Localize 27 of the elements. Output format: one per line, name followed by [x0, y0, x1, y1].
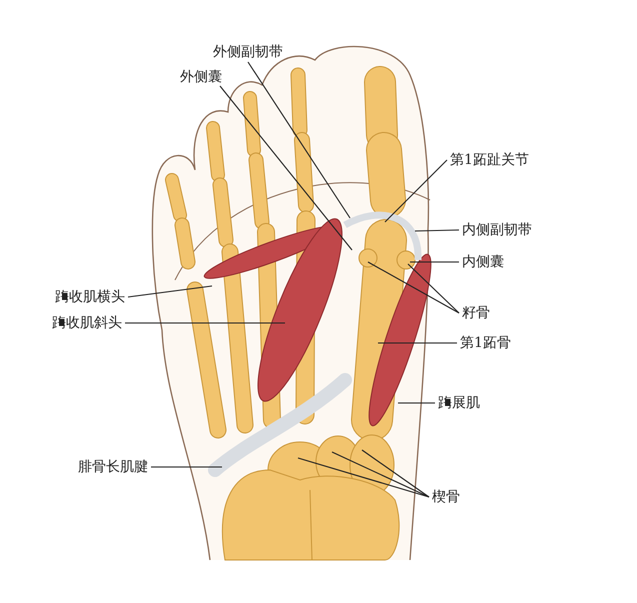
- leader-line: [378, 342, 457, 344]
- leader-line: [362, 450, 430, 498]
- anatomy-label: 第1跖趾关节: [450, 151, 529, 169]
- anatomy-label: 外侧囊: [180, 68, 222, 86]
- leader-line: [384, 160, 448, 222]
- anatomy-label: 腓骨长肌腱: [78, 458, 148, 476]
- anatomy-label: 楔骨: [432, 488, 460, 506]
- anatomy-label: 内侧副韧带: [462, 221, 532, 239]
- leader-line: [128, 285, 212, 298]
- leader-line: [298, 457, 430, 498]
- leader-line: [398, 402, 435, 404]
- anatomy-label: 内侧囊: [462, 253, 504, 271]
- leader-line: [332, 452, 430, 498]
- leader-line: [248, 62, 350, 218]
- anatomy-label: 籽骨: [462, 304, 490, 322]
- anatomy-label: 踇展肌: [438, 394, 480, 412]
- anatomy-label: 踇收肌横头: [55, 288, 125, 306]
- anatomy-label: 踇收肌斜头: [52, 314, 122, 332]
- leader-line: [408, 264, 460, 314]
- leader-line: [414, 229, 460, 232]
- leader-line: [410, 261, 459, 263]
- anatomy-label: 外侧副韧带: [213, 43, 283, 61]
- leader-line: [220, 86, 352, 250]
- leader-line: [125, 322, 285, 324]
- leader-line: [151, 466, 222, 468]
- leader-line: [368, 262, 460, 314]
- anatomy-label: 第1跖骨: [460, 334, 511, 352]
